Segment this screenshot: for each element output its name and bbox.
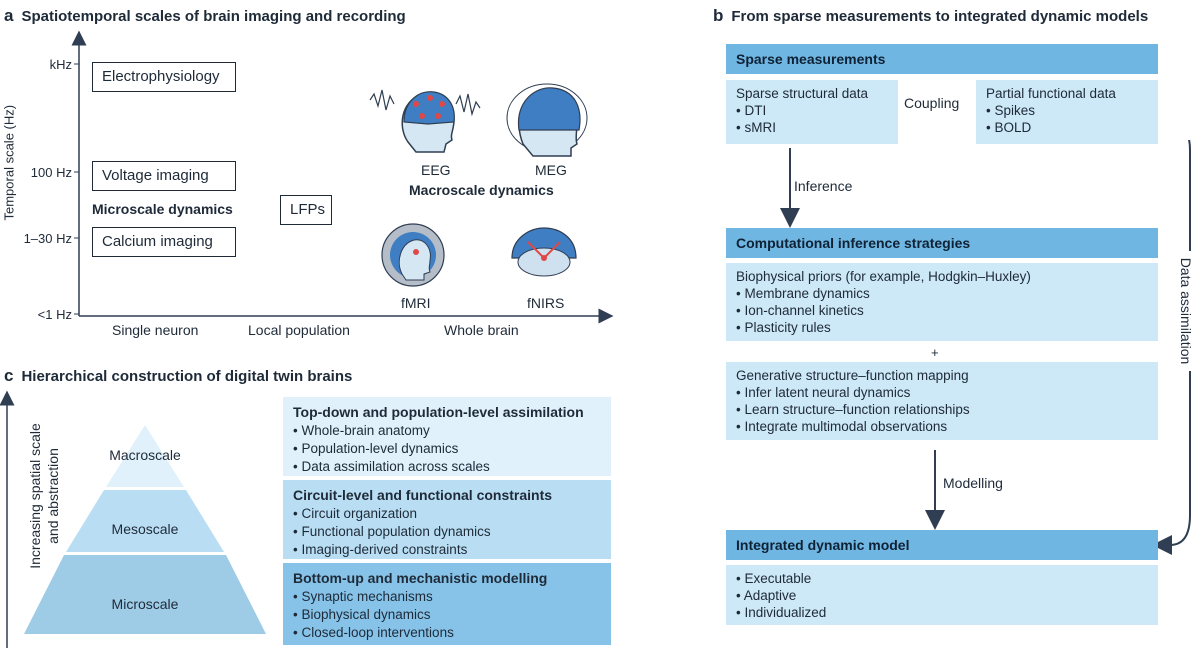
functional-data-box: Partial functional data Spikes BOLD: [976, 80, 1158, 144]
gen-item: Learn structure–function relationships: [736, 401, 1148, 418]
x-tick-single-neuron: Single neuron: [112, 322, 199, 338]
microscale-dynamics-label: Microscale dynamics: [92, 201, 233, 217]
circuit-item: Circuit organization: [293, 505, 601, 523]
eeg-head-icon: [369, 89, 481, 153]
bottom-up-item: Biophysical dynamics: [293, 606, 601, 624]
meg-head-icon: [506, 83, 588, 157]
gen-item: Infer latent neural dynamics: [736, 384, 1148, 401]
integrated-model-header: Integrated dynamic model: [726, 530, 1158, 560]
calcium-imaging-box: Calcium imaging: [92, 227, 236, 257]
functional-item: Spikes: [986, 102, 1148, 119]
integrated-item: Executable: [736, 570, 1148, 587]
voltage-imaging-box: Voltage imaging: [92, 161, 236, 191]
top-down-item: Whole-brain anatomy: [293, 422, 601, 440]
fmri-label: fMRI: [401, 295, 431, 311]
fnirs-brain-icon: [511, 227, 577, 277]
panel-b-arrows: [780, 140, 1191, 555]
macroscale-dynamics-label: Macroscale dynamics: [409, 182, 554, 198]
bottom-up-item: Synaptic mechanisms: [293, 588, 601, 606]
structural-data-box: Sparse structural data DTI sMRI: [726, 80, 898, 144]
data-assimilation-label: Data assimilation: [1178, 251, 1194, 371]
priors-item: Plasticity rules: [736, 319, 1148, 336]
pyramid-graphic: [0, 390, 266, 648]
structural-item: sMRI: [736, 119, 888, 136]
panel-a-axes: [71, 30, 614, 324]
scale-axis-label-1: Increasing spatial scale: [27, 423, 43, 569]
fnirs-label: fNIRS: [527, 295, 565, 311]
priors-item: Membrane dynamics: [736, 285, 1148, 302]
y-tick-100hz: 100 Hz: [30, 165, 72, 180]
bottom-up-item: Closed-loop interventions: [293, 624, 601, 642]
y-tick-khz: kHz: [49, 57, 72, 72]
priors-item: Ion-channel kinetics: [736, 302, 1148, 319]
bottom-up-box: Bottom-up and mechanistic modelling Syna…: [283, 563, 611, 645]
top-down-item: Data assimilation across scales: [293, 458, 601, 476]
biophysical-priors-box: Biophysical priors (for example, Hodgkin…: [726, 263, 1158, 341]
pyramid-top: [106, 425, 184, 487]
top-down-box: Top-down and population-level assimilati…: [283, 397, 611, 476]
inference-label: Inference: [794, 178, 853, 194]
circuit-item: Functional population dynamics: [293, 523, 601, 541]
pyramid-label-macroscale: Macroscale: [109, 447, 181, 463]
y-axis-label: Temporal scale (Hz): [1, 104, 17, 221]
electrophysiology-box: Electrophysiology: [92, 62, 236, 92]
pyramid-bottom: [24, 555, 266, 634]
meg-label: MEG: [535, 162, 567, 178]
pyramid-middle: [66, 490, 224, 552]
structural-item: DTI: [736, 102, 888, 119]
top-down-item: Population-level dynamics: [293, 440, 601, 458]
data-assimilation-arrow: [1152, 140, 1191, 555]
pyramid-label-microscale: Microscale: [111, 596, 179, 612]
y-tick-lt1hz: <1 Hz: [37, 307, 72, 322]
scale-axis-label-2: and abstraction: [45, 448, 61, 544]
coupling-label: Coupling: [904, 95, 960, 111]
integrated-item: Individualized: [736, 604, 1148, 621]
plus-label: +: [931, 345, 939, 360]
integrated-item: Adaptive: [736, 587, 1148, 604]
y-tick-1-30hz: 1–30 Hz: [23, 231, 72, 246]
circuit-item: Imaging-derived constraints: [293, 541, 601, 559]
generative-mapping-box: Generative structure–function mapping In…: [726, 362, 1158, 440]
x-tick-whole-brain: Whole brain: [444, 322, 519, 338]
integrated-model-box: Executable Adaptive Individualized: [726, 565, 1158, 625]
computational-strategies-header: Computational inference strategies: [726, 228, 1158, 258]
lfps-box: LFPs: [280, 195, 332, 225]
circuit-level-box: Circuit-level and functional constraints…: [283, 480, 611, 559]
x-tick-local-population: Local population: [248, 322, 350, 338]
pyramid-label-mesoscale: Mesoscale: [111, 521, 179, 537]
sparse-measurements-header: Sparse measurements: [726, 44, 1158, 74]
eeg-label: EEG: [421, 162, 451, 178]
fmri-scanner-icon: [381, 223, 445, 287]
modelling-label: Modelling: [943, 475, 1003, 491]
functional-item: BOLD: [986, 119, 1148, 136]
gen-item: Integrate multimodal observations: [736, 418, 1148, 435]
